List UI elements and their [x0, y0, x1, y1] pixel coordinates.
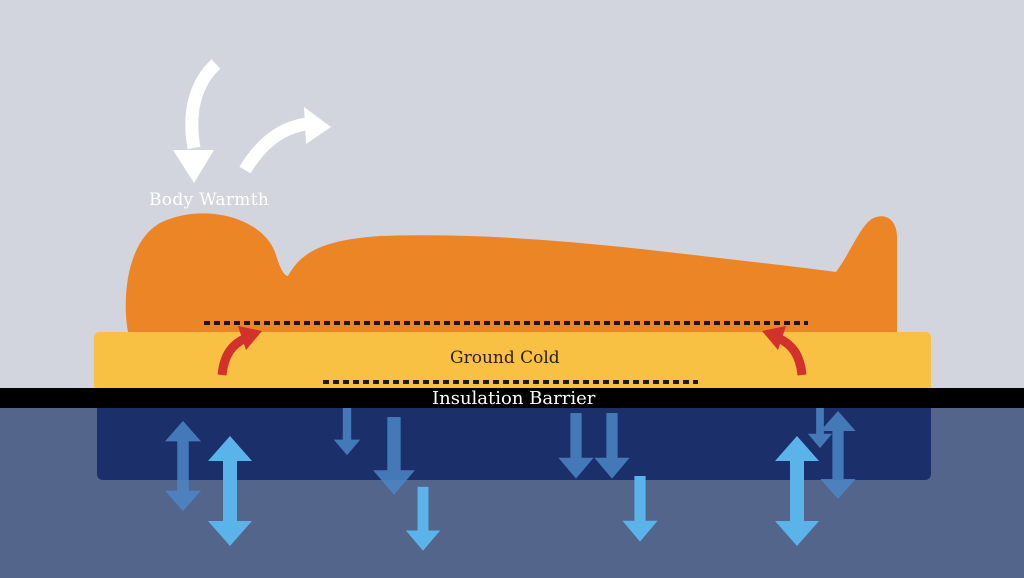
curved-arrow-down-icon: [185, 59, 221, 150]
arrowhead-left-icon: [238, 326, 262, 350]
sleeping-pad: [94, 332, 931, 394]
body-warmth-label: Body Warmth: [149, 190, 270, 210]
insulation-barrier-band: [0, 388, 1024, 408]
arrowhead-right-icon: [304, 107, 331, 144]
arrowhead-down-icon: [173, 150, 214, 183]
ground-block: [97, 395, 931, 480]
curved-arrow-right-icon: [239, 117, 308, 174]
arrowhead-right-icon: [762, 326, 786, 350]
insulation-barrier-label: Insulation Barrier: [432, 388, 596, 409]
body-warmth-arrows: [173, 59, 331, 183]
ground-cold-label: Ground Cold: [450, 348, 560, 368]
person-silhouette: [125, 213, 897, 332]
